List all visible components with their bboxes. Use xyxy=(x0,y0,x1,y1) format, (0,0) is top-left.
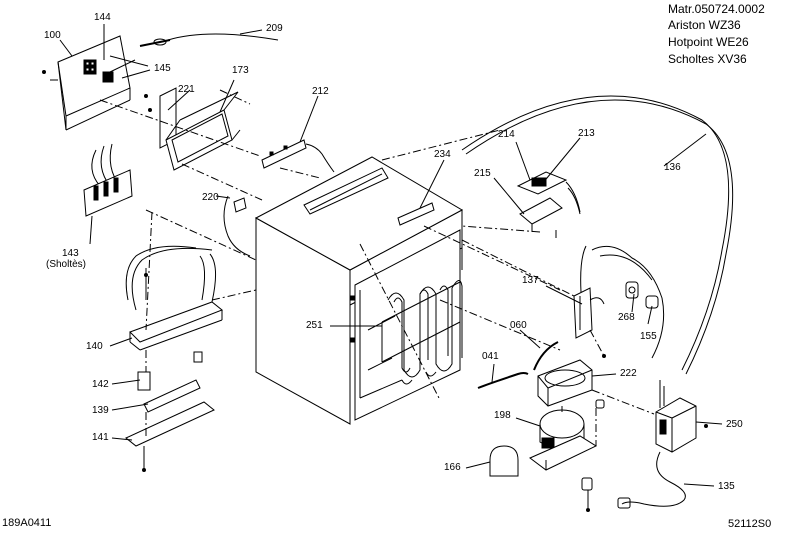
label-214: 214 xyxy=(498,129,515,140)
label-155: 155 xyxy=(640,331,657,342)
drawing-number-right: 52112S0 xyxy=(728,518,772,530)
label-251: 251 xyxy=(306,320,323,331)
label-060: 060 xyxy=(510,320,527,331)
label-250: 250 xyxy=(726,419,743,430)
model-scholtes: Scholtes XV36 xyxy=(668,52,747,66)
model-ariston: Ariston WZ36 xyxy=(668,18,741,32)
drawing-number-left: 189A0411 xyxy=(2,517,52,529)
label-136: 136 xyxy=(664,162,681,173)
label-234: 234 xyxy=(434,149,451,160)
label-215: 215 xyxy=(474,168,491,179)
lamp-socket-268 xyxy=(625,281,659,309)
leader-lines xyxy=(59,24,723,487)
relay-module xyxy=(516,171,581,238)
label-135: 135 xyxy=(718,481,735,492)
label-212: 212 xyxy=(312,86,329,97)
label-166: 166 xyxy=(444,462,461,473)
evaporator-frame-140 xyxy=(125,245,223,363)
label-100: 100 xyxy=(44,30,61,41)
model-hotpoint: Hotpoint WE26 xyxy=(668,35,749,49)
label-268: 268 xyxy=(618,312,635,323)
label-041: 041 xyxy=(482,351,499,362)
label-198: 198 xyxy=(494,410,511,421)
lamp-housing xyxy=(144,87,241,171)
tubes xyxy=(477,341,559,389)
cabinet xyxy=(254,156,464,425)
relay-cover-166 xyxy=(489,445,519,477)
lower-evaporator-parts xyxy=(125,371,215,472)
power-cord-135 xyxy=(617,451,686,509)
label-143: 143 xyxy=(62,248,79,259)
label-142: 142 xyxy=(92,379,109,390)
label-137: 137 xyxy=(522,275,539,286)
switch-137 xyxy=(573,287,605,339)
drip-tray-222 xyxy=(537,354,606,407)
label-173: 173 xyxy=(232,65,249,76)
compressor-198 xyxy=(529,399,605,512)
label-144: 144 xyxy=(94,12,111,23)
label-143-scholtes: (Sholtès) xyxy=(46,259,87,270)
explosion-lines xyxy=(50,79,655,446)
control-box-250 xyxy=(655,380,708,453)
cable-136 xyxy=(461,95,734,375)
label-141: 141 xyxy=(92,432,109,443)
label-145: 145 xyxy=(154,63,171,74)
matr-number: Matr.050724.0002 xyxy=(668,2,765,16)
harness-143 xyxy=(83,143,133,217)
label-220: 220 xyxy=(202,192,219,203)
label-222: 222 xyxy=(620,368,637,379)
label-139: 139 xyxy=(92,405,109,416)
rail-212 xyxy=(261,139,335,173)
bracket-220 xyxy=(223,195,251,257)
label-209: 209 xyxy=(266,23,283,34)
condenser-coil xyxy=(381,280,463,385)
label-221: 221 xyxy=(178,84,195,95)
label-213: 213 xyxy=(578,128,595,139)
label-140: 140 xyxy=(86,341,103,352)
control-panel xyxy=(42,33,279,131)
